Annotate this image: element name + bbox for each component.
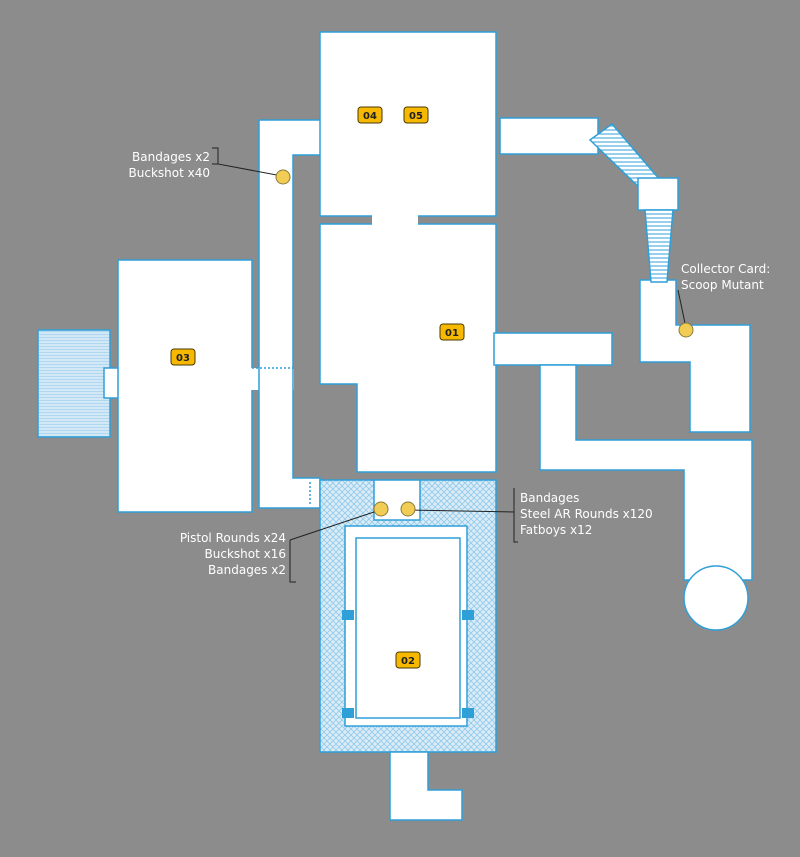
west-annex — [37, 329, 111, 438]
label-doorway-left-items: Pistol Rounds x24 Buckshot x16 Bandages … — [160, 530, 286, 578]
corridor-east-lower — [493, 332, 613, 366]
label-line: Steel AR Rounds x120 — [520, 507, 653, 521]
room-02-inner — [355, 537, 461, 719]
label-doorway-right-items: Bandages Steel AR Rounds x120 Fatboys x1… — [520, 490, 653, 538]
label-collector-card: Collector Card: Scoop Mutant — [681, 261, 770, 293]
label-line: Buckshot x40 — [128, 166, 210, 180]
item-marker-collector-card[interactable] — [678, 322, 694, 338]
room-marker-05[interactable]: 05 — [403, 106, 429, 124]
label-line: Bandages — [520, 491, 580, 505]
svg-text:02: 02 — [401, 656, 415, 667]
pillar — [342, 708, 354, 718]
svg-text:04: 04 — [363, 111, 377, 122]
label-north-corridor-items: Bandages x2 Buckshot x40 — [118, 149, 210, 181]
east-passage — [539, 364, 753, 581]
room-marker-03[interactable]: 03 — [170, 348, 196, 366]
svg-text:05: 05 — [409, 111, 423, 122]
room-marker-01[interactable]: 01 — [439, 323, 465, 341]
label-line: Bandages x2 — [132, 150, 210, 164]
corridor-east-upper — [499, 117, 599, 155]
label-line: Buckshot x16 — [204, 547, 286, 561]
room-04-05 — [319, 31, 497, 217]
leader-line — [677, 289, 687, 329]
item-marker-doorway-right[interactable] — [400, 501, 416, 517]
leader-line — [289, 509, 381, 541]
svg-text:03: 03 — [176, 353, 190, 364]
leader-line — [407, 509, 515, 513]
pillar — [462, 610, 474, 620]
label-line: Collector Card: — [681, 262, 771, 276]
leader-line — [212, 147, 283, 177]
stairs-landing — [637, 177, 679, 211]
round-chamber — [683, 565, 749, 631]
label-line: Scoop Mutant — [681, 278, 764, 292]
item-marker-north-corridor[interactable] — [275, 169, 291, 185]
room-marker-02[interactable]: 02 — [395, 651, 421, 669]
svg-text:01: 01 — [445, 328, 459, 339]
stairs-vertical — [644, 209, 674, 283]
west-corridor — [258, 119, 323, 509]
item-marker-doorway-left[interactable] — [373, 501, 389, 517]
link-05-01 — [372, 214, 418, 226]
room-01 — [319, 223, 497, 473]
label-line: Pistol Rounds x24 — [179, 531, 286, 545]
label-line: Bandages x2 — [208, 563, 286, 577]
room-marker-04[interactable]: 04 — [357, 106, 383, 124]
collector-room — [639, 279, 751, 433]
pillar — [342, 610, 354, 620]
pillar — [462, 708, 474, 718]
room-03 — [117, 259, 253, 513]
leader-line — [289, 540, 296, 583]
south-appendix — [389, 751, 463, 821]
leader-line — [513, 488, 518, 543]
label-line: Fatboys x12 — [520, 523, 593, 537]
